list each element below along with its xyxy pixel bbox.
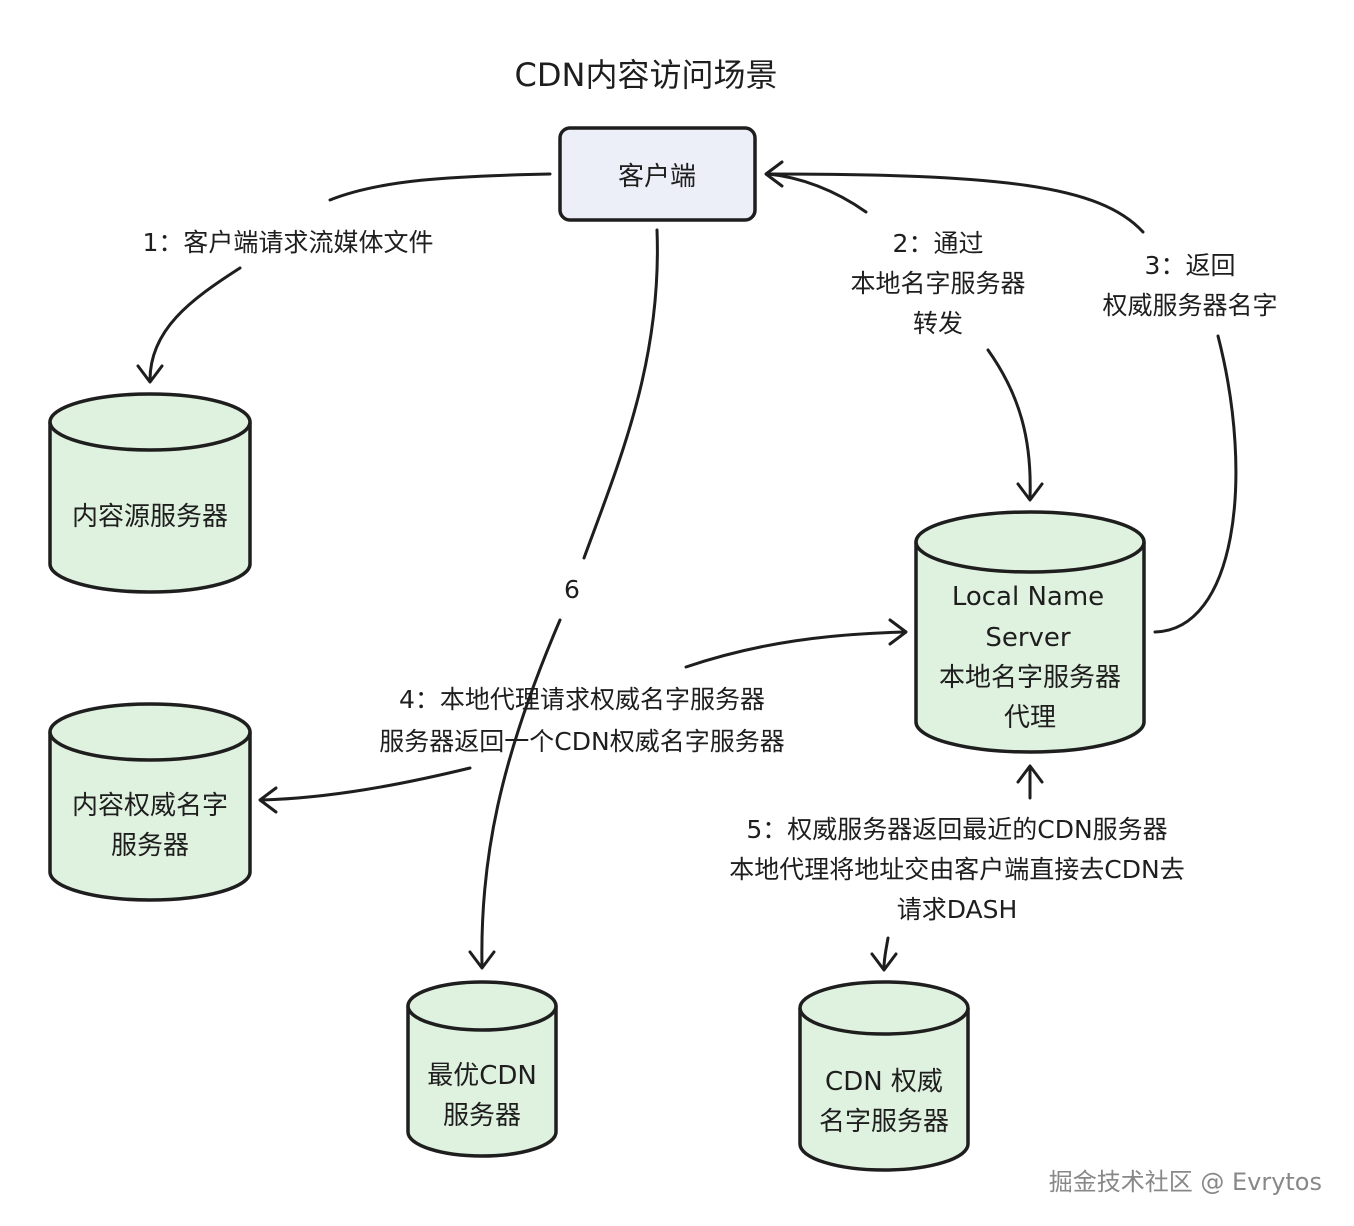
cdn-auth-server-node: CDN 权威 名字服务器 [798,980,970,1172]
diagram-title: CDN内容访问场景 [515,56,778,94]
edge-3: 3：返回 权威服务器名字 [764,160,1278,634]
arrowhead-1 [136,364,164,384]
edge-5-label-line-1: 5：权威服务器返回最近的CDN服务器 [746,815,1167,844]
edge-5-label-line-2: 本地代理将地址交由客户端直接去CDN去 [729,855,1184,884]
arrowhead-5b [870,952,898,972]
content-auth-server-node: 内容权威名字 服务器 [48,702,252,902]
arrowhead-4a [888,618,908,646]
edge-2-label-line-3: 转发 [913,309,963,338]
origin-server-node: 内容源服务器 [48,392,252,594]
edge-5: 5：权威服务器返回最近的CDN服务器 本地代理将地址交由客户端直接去CDN去 请… [729,764,1185,972]
arrowhead-5a [1016,764,1044,784]
edge-1-label: 1：客户端请求流媒体文件 [143,228,434,257]
edge-2-label-line-2: 本地名字服务器 [850,269,1025,298]
edge-4-label-line-2: 服务器返回一个CDN权威名字服务器 [379,727,784,756]
arrowhead-2 [1016,482,1044,502]
client-label: 客户端 [618,162,696,192]
cdn-auth-label-line-1: CDN 权威 [825,1067,943,1097]
local-name-server-node: Local Name Server 本地名字服务器 代理 [914,510,1146,754]
edge-6-label: 6 [564,575,580,604]
edge-5-label-line-3: 请求DASH [897,895,1018,924]
best-cdn-label-line-2: 服务器 [443,1101,521,1131]
client-node: 客户端 [558,126,757,222]
arrowhead-3 [764,160,784,188]
local-ns-label-line-1: Local Name [952,582,1104,612]
content-auth-label-line-1: 内容权威名字 [72,791,228,821]
edge-3-label-line-2: 权威服务器名字 [1102,291,1277,320]
origin-server-label: 内容源服务器 [72,502,228,532]
arrowhead-4b [258,786,278,814]
edge-4-label-line-1: 4：本地代理请求权威名字服务器 [399,685,765,714]
edge-2-label-line-1: 2：通过 [893,229,984,258]
local-ns-label-line-3: 本地名字服务器 [939,663,1121,693]
cdn-auth-label-line-2: 名字服务器 [819,1107,949,1137]
local-ns-label-line-2: Server [985,623,1071,653]
watermark: 掘金技术社区 @ Evrytos [1049,1168,1322,1196]
edge-4: 4：本地代理请求权威名字服务器 服务器返回一个CDN权威名字服务器 [258,618,908,814]
arrowhead-6 [468,950,496,970]
edge-3-label-line-1: 3：返回 [1145,251,1236,280]
best-cdn-label-line-1: 最优CDN [427,1061,537,1091]
edge-6: 6 [468,228,659,970]
content-auth-label-line-2: 服务器 [111,831,189,861]
edge-2: 2：通过 本地名字服务器 转发 [766,172,1044,502]
local-ns-label-line-4: 代理 [1004,703,1056,733]
edge-1: 1：客户端请求流媒体文件 [136,172,552,384]
best-cdn-server-node: 最优CDN 服务器 [406,980,558,1158]
